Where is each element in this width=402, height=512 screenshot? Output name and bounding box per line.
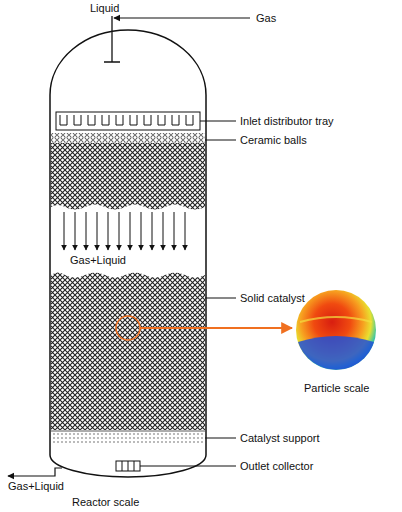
part-label: Inlet distributor tray [240, 115, 334, 128]
part-label: Solid catalyst [240, 292, 305, 305]
part-label: Liquid [90, 2, 119, 15]
part-label: Catalyst support [240, 432, 319, 445]
part-label: Outlet collector [240, 460, 313, 473]
part-label: Gas+Liquid [8, 480, 64, 493]
part-label: Gas [256, 12, 276, 25]
part-label: Ceramic balls [240, 134, 307, 147]
part-label: Particle scale [304, 382, 369, 395]
part-label: Reactor scale [72, 496, 139, 509]
part-label: Gas+Liquid [68, 254, 128, 267]
